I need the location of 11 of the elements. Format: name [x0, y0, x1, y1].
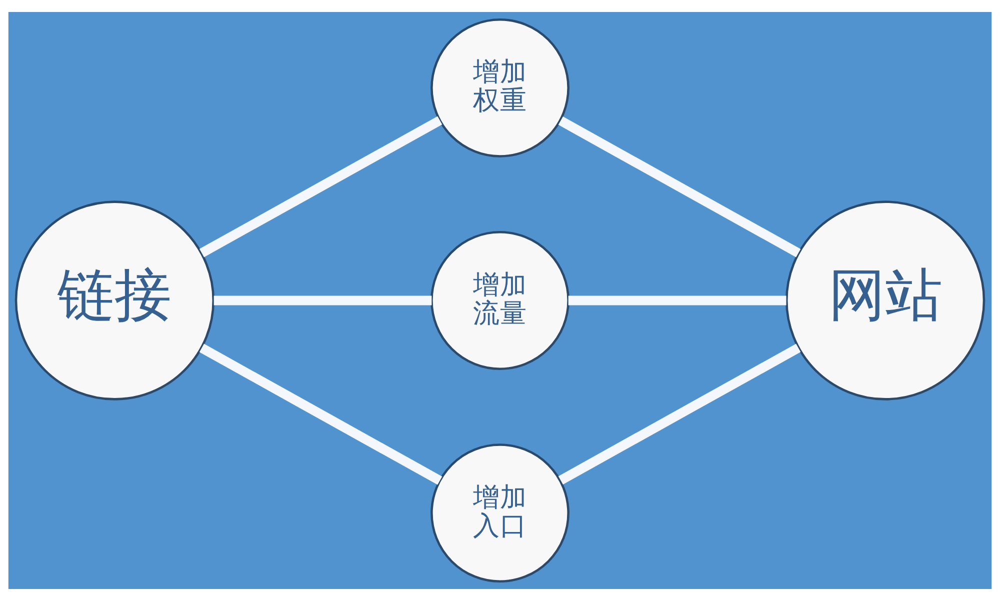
- node-circle: 增加权重: [430, 18, 570, 157]
- connector: [199, 116, 442, 257]
- connector: [568, 295, 786, 305]
- node-circle: 网站: [785, 200, 986, 400]
- node-circle: 增加流量: [430, 230, 570, 370]
- node-circle: 增加入口: [430, 443, 570, 582]
- connector: [558, 116, 801, 257]
- connector: [558, 343, 801, 484]
- connector: [199, 343, 442, 484]
- node-circle: 链接: [14, 200, 215, 400]
- connector: [214, 295, 432, 305]
